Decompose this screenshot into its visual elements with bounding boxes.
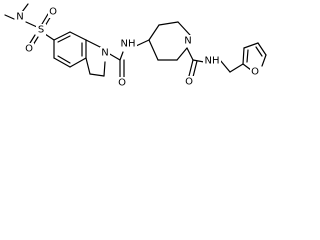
atom-n-indoline: N <box>101 48 108 59</box>
bond-furan-5 <box>242 63 252 71</box>
atom-n-piperidine: N <box>184 36 191 47</box>
chemical-structure-diagram: N S O O N NH O N NH O O <box>4 3 267 89</box>
bond-ring-5 <box>53 57 71 68</box>
bond-furan-1 <box>242 47 245 65</box>
bond-ring-1 <box>53 31 71 41</box>
atom-label-layer: N S O O N NH O N NH O O <box>15 6 260 89</box>
bond-furan-1-inner <box>246 49 249 63</box>
bond-pip-4 <box>176 47 188 61</box>
bond-ring-4 <box>69 57 87 68</box>
bond-5ring-4 <box>103 61 106 77</box>
atom-o-carbonyl-left: O <box>118 78 126 89</box>
bond-methyl-1 <box>4 14 15 20</box>
bond-nh-piperidine <box>135 39 150 47</box>
bond-s-o-lower-a <box>29 34 36 44</box>
bond-carbonyl-right-nh <box>192 59 205 63</box>
bond-carbonyl-right-o-b <box>192 60 198 78</box>
bond-pipn-carbonyl <box>186 47 194 61</box>
bond-methyl-2 <box>21 3 29 13</box>
bond-5ring-2 <box>85 57 91 75</box>
bond-s-aryl <box>44 33 55 41</box>
bond-carbonyl-right-o-a <box>188 59 194 77</box>
bond-furan-4 <box>261 54 267 67</box>
bond-pip-2 <box>158 21 179 26</box>
bond-pip-3 <box>177 21 191 36</box>
atom-nh-amide-left: NH <box>121 39 136 50</box>
bond-ring-inner-3 <box>57 55 71 64</box>
atom-o-sulfonyl-lower: O <box>25 44 33 55</box>
bond-n-s <box>25 21 38 28</box>
bond-ring-2 <box>69 31 87 41</box>
bond-ring-inner-1 <box>57 35 71 43</box>
bond-furan-3 <box>257 42 267 56</box>
bond-layer <box>4 3 267 79</box>
bond-s-o-upper-a <box>41 13 49 25</box>
bond-5ring-3 <box>89 73 105 77</box>
bond-pip-6 <box>148 39 159 61</box>
bond-furan-2 <box>243 42 259 49</box>
atom-o-carbonyl-right: O <box>185 77 193 88</box>
atom-sulfur: S <box>38 25 44 36</box>
bond-ch2-furan <box>229 63 244 73</box>
atom-o-sulfonyl-upper: O <box>49 7 57 18</box>
bond-carbonyl-left-nh <box>119 51 124 61</box>
atom-n-dimethyl: N <box>16 12 23 23</box>
atom-nh-amide-right: NH <box>205 56 220 67</box>
atom-o-furan: O <box>251 67 259 78</box>
bond-pip-1 <box>148 24 160 41</box>
bond-furan-3-inner <box>255 46 263 57</box>
bond-5ring-1 <box>85 39 103 49</box>
bond-nh-ch2 <box>219 59 231 73</box>
